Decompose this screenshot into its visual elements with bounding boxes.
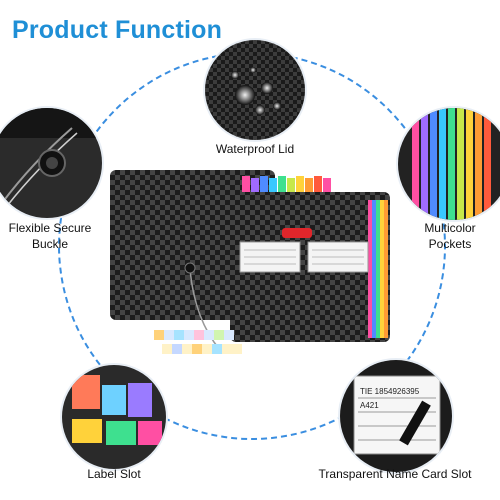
- label-slot-label: Label Slot: [87, 467, 141, 481]
- secure-buckle-image: [0, 108, 102, 218]
- card-text-line-1: TIE 1854926395: [360, 387, 420, 396]
- file-organizer-product-image: [110, 170, 390, 390]
- label-slot-image: [62, 365, 166, 469]
- card-text-line-2: A421: [360, 401, 379, 410]
- name-card-slot-image: TIE 1854926395 A421: [340, 360, 452, 472]
- multicolor-pockets-image: [398, 108, 500, 220]
- waterproof-lid-label: Waterproof Lid: [215, 142, 295, 156]
- secure-buckle-label: Flexible Secure Buckle: [8, 221, 92, 251]
- name-card-slot-label: Transparent Name Card Slot: [318, 467, 472, 481]
- multicolor-pockets-label: Multicolor Pockets: [424, 221, 476, 251]
- waterproof-lid-image: [205, 40, 305, 140]
- page-title: Product Function: [12, 16, 223, 44]
